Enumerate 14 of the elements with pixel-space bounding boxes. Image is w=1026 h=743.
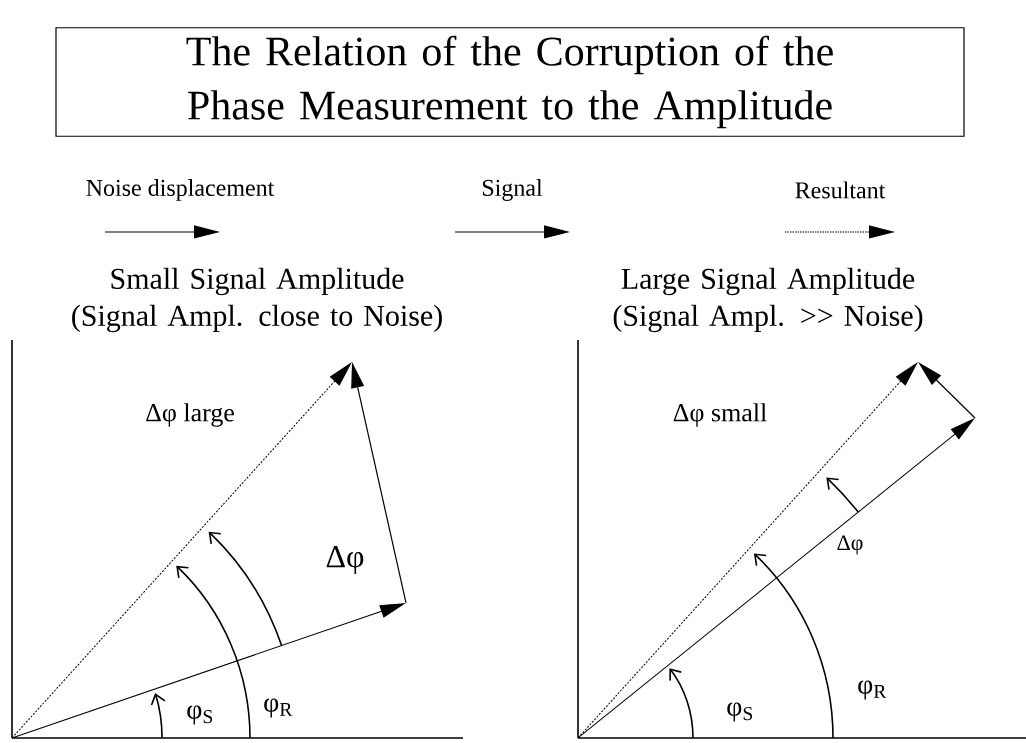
- panel-heading: Small Signal Amplitude (Signal Ampl. close to Noise): [72, 267, 442, 333]
- legend-label: Noise displacement: [86, 179, 275, 201]
- angle-label: Δφ: [326, 546, 364, 574]
- angle-label: φ$_{S}$: [727, 702, 753, 722]
- angle-label: Δφ large: [146, 403, 234, 427]
- panel-heading: Large Signal Amplitude (Signal Ampl. >> Noise): [613, 267, 923, 333]
- angle-label: φ$_{S}$: [187, 705, 213, 725]
- angle-label: Δφ: [837, 535, 863, 555]
- angle-label: φ$_{R}$: [858, 680, 887, 700]
- angle-label: φ$_{R}$: [264, 698, 293, 718]
- angle-label: Δφ small: [673, 403, 767, 427]
- legend-label: Signal: [482, 179, 543, 201]
- title-box: The Relation of the Corruption of the Phase Measurement to the Amplitude: [55, 27, 965, 137]
- legend-label: Resultant: [795, 181, 886, 199]
